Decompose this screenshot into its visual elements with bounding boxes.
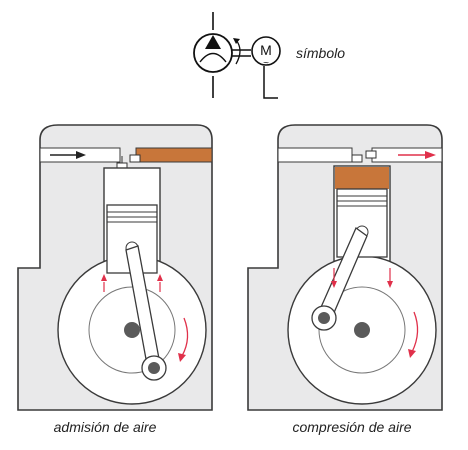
motor-lead-line [263, 66, 278, 99]
compression-rotation-arrowhead-icon [408, 349, 416, 358]
compression-air-pocket [335, 167, 389, 189]
compression-flow-arrowhead-icon [425, 151, 436, 159]
compression-inlet-channel [277, 147, 353, 163]
compression-caption: compresión de aire [292, 419, 411, 435]
intake-outlet-channel [135, 147, 213, 163]
intake-panel: admisión de aire [17, 124, 213, 435]
motor-symbol-circle [251, 36, 281, 66]
intake-rotation-arrow [181, 317, 189, 357]
compression-rotation-arrow [411, 311, 419, 353]
compression-crank-pin-center [318, 312, 330, 324]
compression-crankshaft [354, 322, 370, 338]
intake-crankshaft [124, 322, 140, 338]
rotation-arrow-icon [235, 39, 241, 65]
symbol-caption: símbolo [296, 45, 345, 61]
compression-panel: compresión de aire [247, 124, 443, 435]
compression-red-arrowhead-right-icon [387, 281, 393, 288]
intake-red-arrowhead-right-icon [157, 274, 163, 281]
compression-red-arrowhead-left-icon [331, 281, 337, 288]
motor-letter: M [260, 42, 272, 58]
rotation-arrowhead-icon [233, 38, 240, 44]
intake-caption: admisión de aire [54, 419, 157, 435]
compression-valve-inlet [351, 154, 363, 163]
motor-ac-mark: ~ [263, 58, 269, 69]
intake-flow-arrowhead-icon [76, 151, 86, 159]
compression-valve-outlet [365, 150, 377, 159]
compressor-triangle-icon [205, 35, 221, 49]
intake-red-arrowhead-left-icon [101, 274, 107, 281]
intake-crank-pin-center [148, 362, 160, 374]
intake-valve-outlet [129, 154, 141, 163]
compressor-symbol: M ~ símbolo [193, 12, 345, 99]
compressor-inner-arc [199, 52, 227, 63]
intake-rotation-arrowhead-icon [178, 353, 186, 362]
